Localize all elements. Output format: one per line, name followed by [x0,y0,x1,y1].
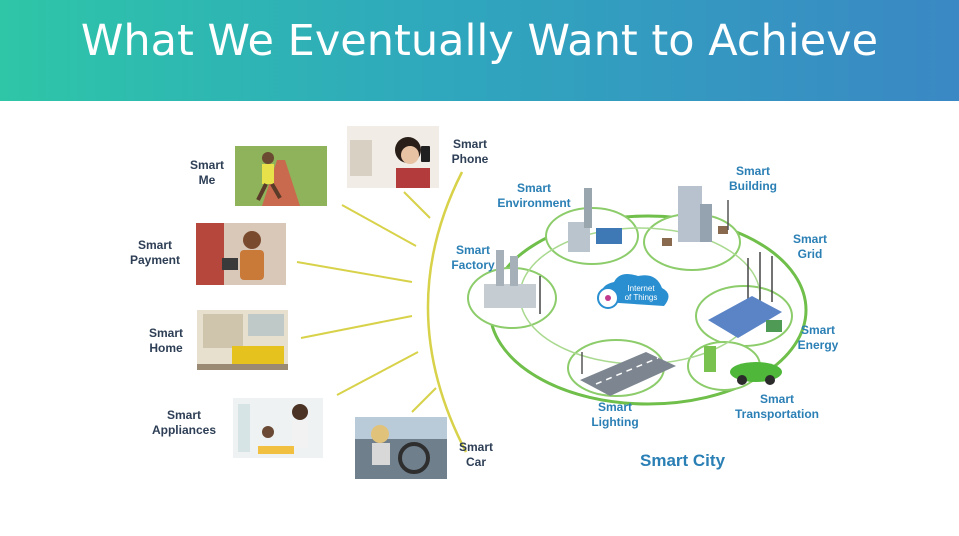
spoke-appliances [337,352,418,395]
spoke-me [342,205,416,246]
photo-smart-me [235,146,327,206]
spoke-payment [297,262,412,282]
spoke-car [412,388,436,412]
smart-city-title: Smart City [640,451,725,471]
spoke-home [301,316,412,338]
photo-smart-payment [196,223,286,285]
spoke-phone [404,192,430,218]
title-banner: What We Eventually Want to Achieve [0,0,959,101]
photo-smart-home [197,310,288,370]
slide-title: What We Eventually Want to Achieve [0,16,959,66]
photo-smart-phone [347,126,439,188]
photo-smart-appliances [233,398,323,458]
photo-smart-car [355,417,447,479]
connector-arc [428,172,466,452]
